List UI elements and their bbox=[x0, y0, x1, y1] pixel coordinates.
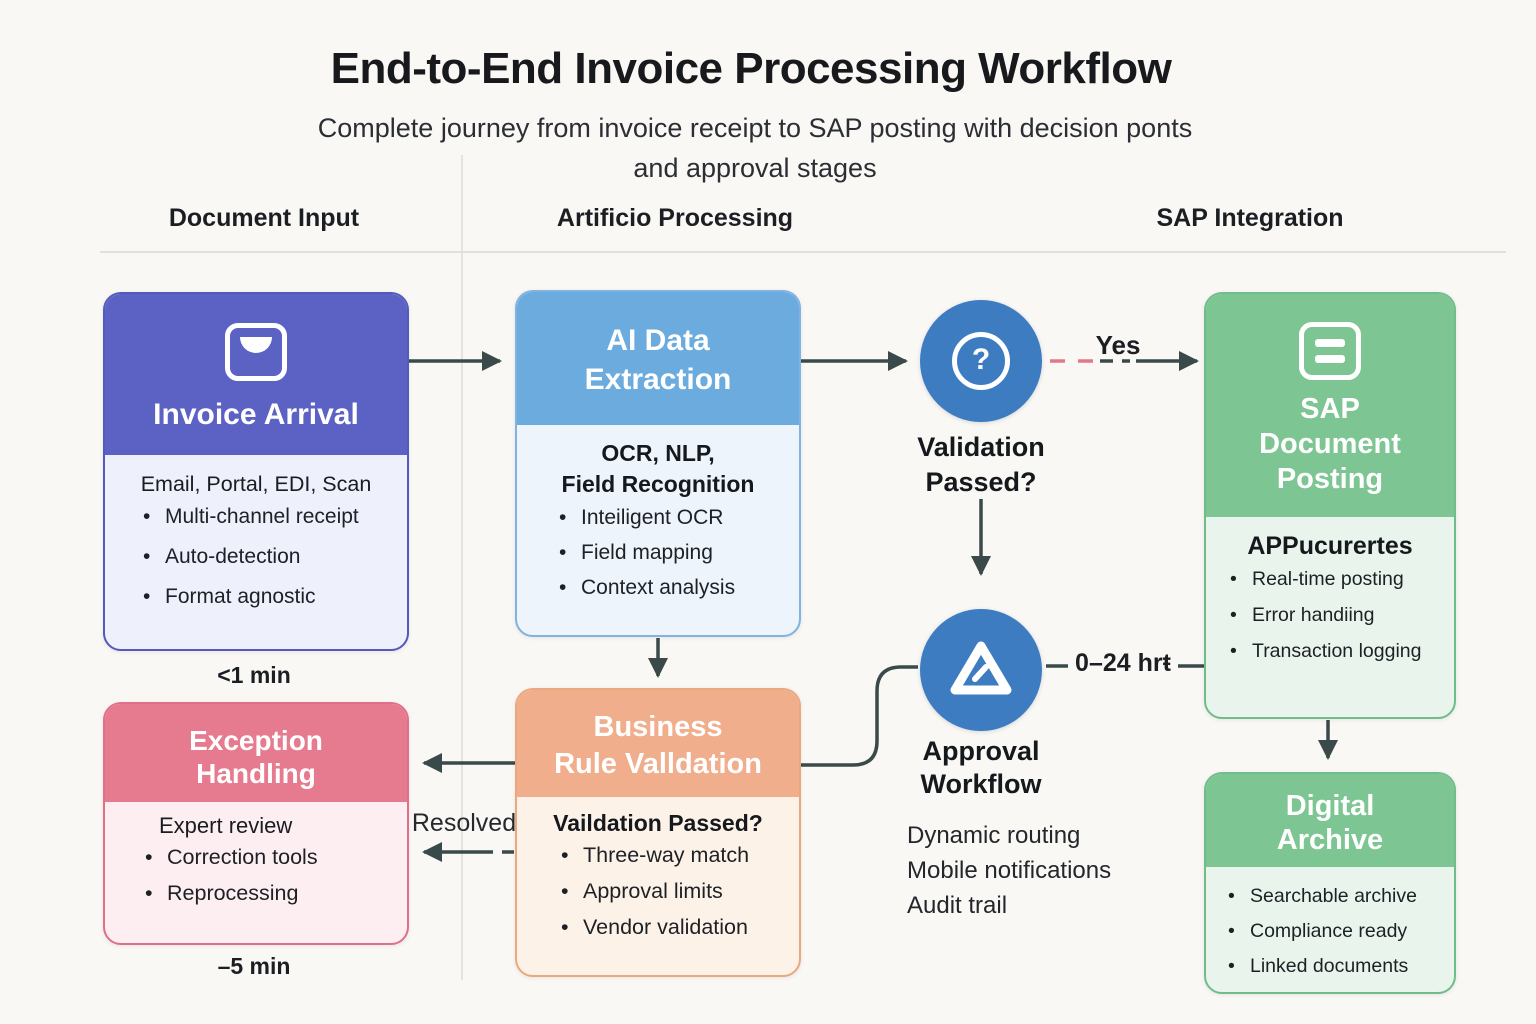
approval-workflow-label: Approval Workflow bbox=[871, 735, 1091, 801]
invoice-channels-text: Email, Portal, EDI, Scan bbox=[140, 472, 372, 496]
exception-title-line-2: Handling bbox=[196, 758, 316, 789]
exception-bullet-2: Reprocessing bbox=[143, 875, 407, 911]
sap-title-line-3: Posting bbox=[1276, 463, 1384, 495]
validation-label-line-2: Passed? bbox=[925, 467, 1037, 497]
page-subtitle-line-1: Complete journey from invoice receipt to… bbox=[317, 113, 1193, 143]
edge-label-resolved: Resolved bbox=[411, 809, 517, 837]
sap-title-line-1: SAP bbox=[1300, 393, 1360, 425]
ai-data-extraction-header: AI Data Extraction bbox=[517, 292, 799, 425]
column-header-artificio-processing: Artificio Processing bbox=[556, 204, 794, 232]
sap-subtitle-text: APPucurertes bbox=[1247, 532, 1413, 560]
document-bar-2 bbox=[1315, 355, 1345, 363]
archive-title-line-2: Archive bbox=[1276, 824, 1384, 856]
exception-lead-text: Expert review bbox=[159, 813, 293, 838]
sap-title-line-2: Document bbox=[1259, 428, 1401, 460]
exception-bullet-1: Correction tools bbox=[143, 839, 407, 875]
approval-item-3: Audit trail bbox=[907, 892, 1008, 919]
digital-archive-card: Digital Archive Searchable archive Compl… bbox=[1204, 772, 1456, 994]
inbox-bowl-shape bbox=[240, 337, 272, 353]
invoice-arrival-header: Invoice Arrival bbox=[105, 294, 407, 455]
business-rule-validation-card: Business Rule Valldation Vaildation Pass… bbox=[515, 688, 801, 977]
sap-posting-title: SAP Document Posting bbox=[1259, 392, 1401, 497]
sap-document-posting-card: SAP Document Posting APPucurertes Real-t… bbox=[1204, 292, 1456, 719]
extraction-bullet-1: Inteiligent OCR bbox=[557, 500, 799, 535]
ai-data-extraction-body: OCR, NLP, Field Recognition Inteiligent … bbox=[517, 425, 799, 605]
sap-document-posting-header: SAP Document Posting bbox=[1206, 294, 1454, 517]
invoice-bullet-2: Auto-detection bbox=[141, 537, 407, 577]
exception-title-line-1: Exception bbox=[189, 725, 323, 756]
validation-decision-node: ? bbox=[920, 300, 1042, 422]
approval-item-1: Dynamic routing bbox=[907, 822, 1081, 849]
extraction-bullet-2: Field mapping bbox=[557, 535, 799, 570]
validation-label-line-1: Validation bbox=[917, 432, 1045, 462]
page-subtitle: Complete journey from invoice receipt to… bbox=[0, 108, 1510, 188]
sap-bullet-3: Transaction logging bbox=[1228, 633, 1454, 669]
archive-bullet-2: Compliance ready bbox=[1226, 914, 1454, 949]
sap-bullet-1: Real-time posting bbox=[1228, 561, 1454, 597]
exception-handling-body: Expert review Correction tools Reprocess… bbox=[105, 802, 407, 911]
sap-bullet-2: Error handiing bbox=[1228, 597, 1454, 633]
invoice-bullet-1: Multi-channel receipt bbox=[141, 497, 407, 537]
extraction-title-line-1: AI Data bbox=[606, 324, 710, 357]
archive-bullet-1: Searchable archive bbox=[1226, 879, 1454, 914]
approval-workflow-node bbox=[920, 609, 1042, 731]
approval-label-line-2: Workflow bbox=[920, 769, 1042, 799]
extraction-subtitle-line-2: Field Recognition bbox=[561, 471, 755, 497]
business-bullet-3: Vendor validation bbox=[559, 909, 799, 945]
digital-archive-body: Searchable archive Compliance ready Link… bbox=[1206, 867, 1454, 984]
business-rule-validation-header: Business Rule Valldation bbox=[517, 690, 799, 797]
question-glyph: ? bbox=[971, 342, 991, 376]
approval-item-2: Mobile notifications bbox=[907, 857, 1112, 884]
exception-duration-label: –5 min bbox=[217, 953, 291, 979]
business-subtitle-text: Vaildation Passed? bbox=[553, 810, 763, 836]
business-bullet-1: Three-way match bbox=[559, 837, 799, 873]
exception-handling-card: Exception Handling Expert review Correct… bbox=[103, 702, 409, 945]
page-subtitle-line-2: and approval stages bbox=[633, 153, 877, 183]
sap-document-posting-body: APPucurertes Real-time posting Error han… bbox=[1206, 517, 1454, 669]
column-header-document-input: Document Input bbox=[168, 204, 360, 232]
approval-label-line-1: Approval bbox=[922, 736, 1040, 766]
page-title: End-to-End Invoice Processing Workflow bbox=[330, 44, 1172, 93]
extraction-bullet-3: Context analysis bbox=[557, 570, 799, 605]
invoice-duration-label: <1 min bbox=[217, 662, 291, 688]
archive-bullet-3: Linked documents bbox=[1226, 949, 1454, 984]
digital-archive-header: Digital Archive bbox=[1206, 774, 1454, 867]
approval-workflow-items: Dynamic routing Mobile notifications Aud… bbox=[907, 818, 1147, 923]
question-mark-icon: ? bbox=[952, 332, 1010, 390]
invoice-arrival-title: Invoice Arrival bbox=[153, 398, 359, 431]
business-bullet-2: Approval limits bbox=[559, 873, 799, 909]
edge-label-approval-time: 0–24 hrŧ bbox=[1075, 649, 1171, 677]
invoice-arrival-card: Invoice Arrival Email, Portal, EDI, Scan… bbox=[103, 292, 409, 651]
invoice-bullet-3: Format agnostic bbox=[141, 577, 407, 617]
validation-decision-label: Validation Passed? bbox=[871, 430, 1091, 500]
extraction-subtitle-line-1: OCR, NLP, bbox=[601, 440, 715, 466]
exception-handling-header: Exception Handling bbox=[105, 704, 407, 802]
business-title-line-2: Rule Valldation bbox=[554, 748, 762, 780]
column-divider-vertical bbox=[461, 155, 463, 980]
inbox-tray-icon bbox=[225, 323, 287, 381]
ai-data-extraction-card: AI Data Extraction OCR, NLP, Field Recog… bbox=[515, 290, 801, 637]
rounded-triangle-icon bbox=[950, 641, 1012, 695]
archive-title-line-1: Digital bbox=[1285, 790, 1375, 822]
edge-label-yes: Yes bbox=[1095, 330, 1141, 360]
document-list-icon bbox=[1299, 322, 1361, 380]
header-divider-horizontal bbox=[100, 251, 1506, 253]
document-bar-1 bbox=[1315, 339, 1345, 347]
invoice-arrival-body: Email, Portal, EDI, Scan Multi-channel r… bbox=[105, 455, 407, 617]
column-header-sap-integration: SAP Integration bbox=[1156, 204, 1344, 232]
business-title-line-1: Business bbox=[593, 711, 723, 743]
business-rule-validation-body: Vaildation Passed? Three-way match Appro… bbox=[517, 797, 799, 945]
extraction-title-line-2: Extraction bbox=[584, 363, 732, 396]
